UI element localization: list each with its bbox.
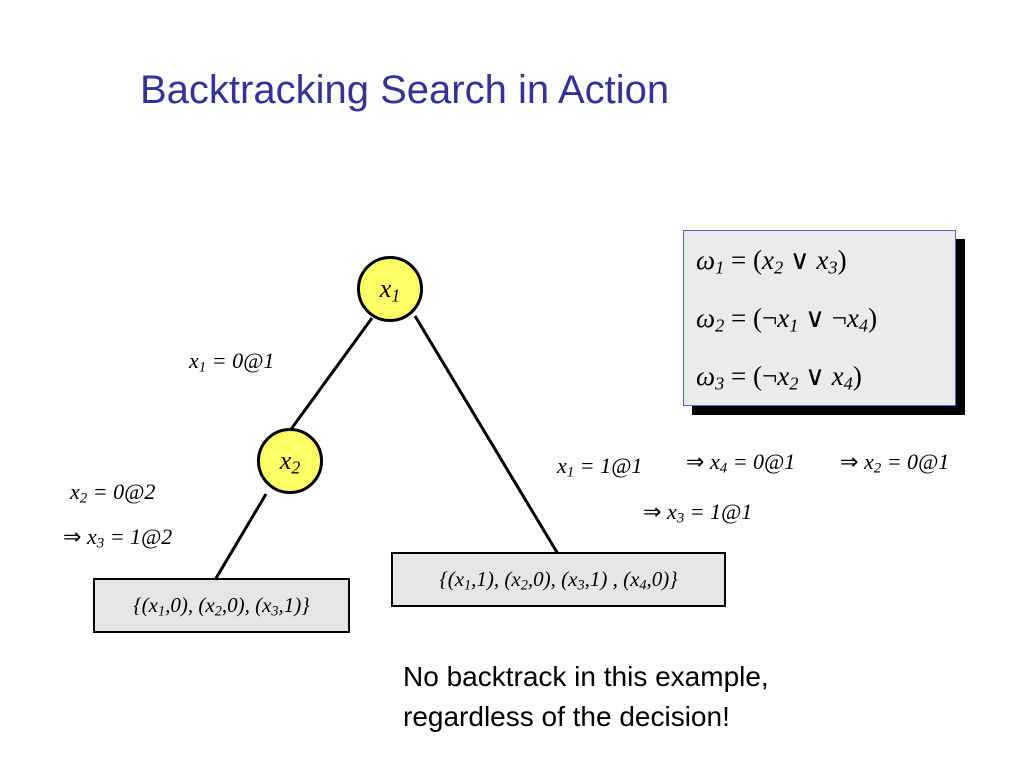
node-x2-label: x2: [279, 446, 301, 478]
slide-title: Backtracking Search in Action: [140, 68, 670, 112]
edge-label-x1-zero: x1 = 0@1: [189, 348, 275, 376]
implication-x3-right: ⇒ x3 = 1@1: [643, 499, 753, 527]
clause-omega-3: ω3 = (¬x2 ∨ x4): [696, 361, 862, 394]
tree-node-x2: x2: [257, 428, 323, 494]
implication-x2: ⇒ x2 = 0@1: [840, 449, 950, 477]
implies-arrow-icon: ⇒: [840, 449, 859, 474]
clause-omega-2: ω2 = (¬x1 ∨ ¬x4): [696, 303, 878, 336]
implication-x4: ⇒ x4 = 0@1: [686, 449, 796, 477]
assignment-box-right: {(x1,1), (x2,0), (x3,1) , (x4,0)}: [391, 552, 726, 607]
implies-arrow-icon: ⇒: [63, 524, 82, 549]
edge-label-x2-zero: x2 = 0@2: [70, 479, 156, 507]
slide-note: No backtrack in this example, regardless…: [403, 657, 769, 737]
implies-arrow-icon: ⇒: [686, 449, 705, 474]
implies-arrow-icon: ⇒: [643, 499, 662, 524]
edge-label-x1-one: x1 = 1@1: [557, 453, 643, 481]
clause-database-box: ω1 = (x2 ∨ x3) ω2 = (¬x1 ∨ ¬x4) ω3 = (¬x…: [683, 230, 956, 406]
implication-x3-left: ⇒ x3 = 1@2: [63, 524, 173, 552]
note-line-2: regardless of the decision!: [403, 701, 730, 732]
assignment-box-left: {(x1,0), (x2,0), (x3,1)}: [93, 578, 350, 633]
edge-x2-to-left-leaf: [213, 493, 268, 581]
edge-x1-to-x2: [287, 317, 374, 433]
clause-omega-1: ω1 = (x2 ∨ x3): [696, 245, 847, 278]
note-line-1: No backtrack in this example,: [403, 661, 769, 692]
tree-node-x1: x1: [357, 256, 423, 322]
node-x1-label: x1: [379, 274, 401, 306]
edge-x1-to-right-leaf: [413, 315, 560, 555]
